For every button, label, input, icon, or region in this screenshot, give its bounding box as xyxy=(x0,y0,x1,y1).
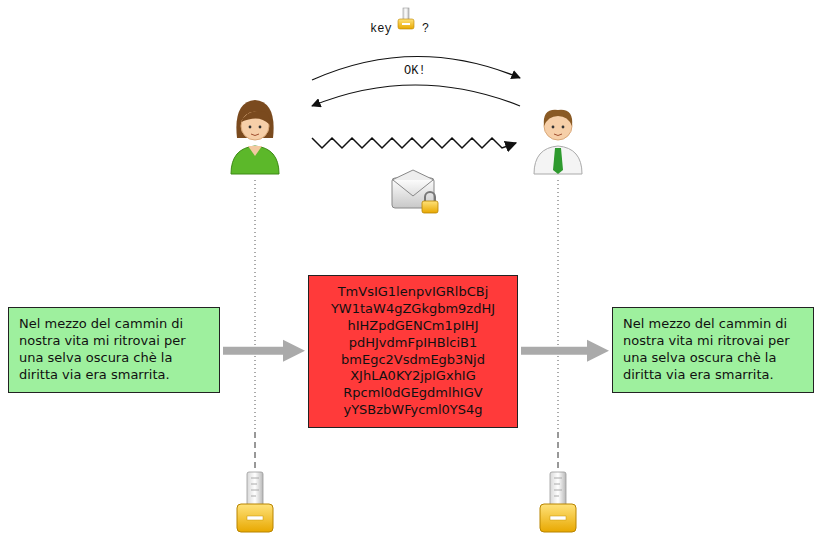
plaintext-box: Nel mezzo del cammin di nostra vita mi r… xyxy=(612,307,814,393)
message-label: OK! xyxy=(404,64,426,78)
sender-person xyxy=(231,100,279,174)
key-icon xyxy=(398,8,414,29)
lifeline xyxy=(255,432,256,470)
flow-arrow xyxy=(521,340,609,362)
plaintext: Nel mezzo del cammin di nostra vita mi r… xyxy=(623,316,803,384)
plaintext: Nel mezzo del cammin di nostra vita mi r… xyxy=(19,316,209,384)
flow-arrow xyxy=(223,340,305,362)
receiver-person xyxy=(534,110,582,174)
lifeline xyxy=(558,432,559,470)
plaintext-box: Nel mezzo del cammin di nostra vita mi r… xyxy=(8,307,220,393)
reply-arc xyxy=(312,85,520,106)
key-icon xyxy=(540,472,576,532)
channel-zigzag xyxy=(312,138,516,148)
request-arc xyxy=(312,56,520,80)
lifeline xyxy=(255,180,256,430)
arrow-shaft xyxy=(223,347,283,355)
key-icon xyxy=(237,472,273,532)
envelope-icon xyxy=(392,170,438,213)
arrow-head xyxy=(283,340,305,362)
arrow-head xyxy=(587,340,609,362)
ciphertext-box: TmVsIG1lenpvIGRlbCBj YW1taW4gZGkgbm9zdHJ… xyxy=(308,275,518,428)
lifeline xyxy=(558,180,559,430)
arrow-shaft xyxy=(521,347,587,355)
ciphertext: TmVsIG1lenpvIGRlbCBj YW1taW4gZGkgbm9zdHJ… xyxy=(319,284,507,419)
message-label: key xyxy=(370,22,392,36)
message-label: ? xyxy=(422,22,429,36)
